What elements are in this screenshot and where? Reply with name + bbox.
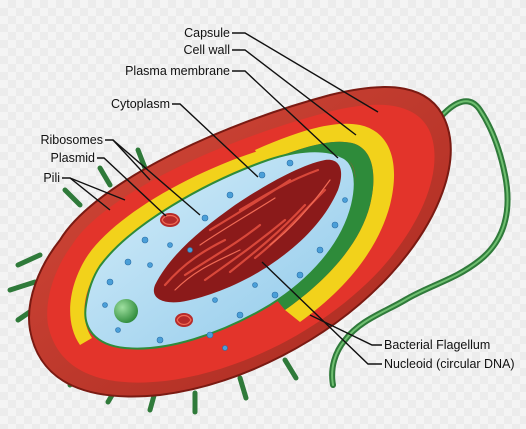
label-cell-wall: Cell wall: [183, 43, 230, 57]
ribosomes-leader-b: [112, 139, 201, 216]
label-plasmid: Plasmid: [51, 151, 96, 165]
plasma-membrane-outer: [255, 123, 395, 322]
pili-leader-b: [69, 177, 126, 201]
inclusion-granule: [114, 299, 138, 323]
capsule-leader: [232, 32, 379, 113]
nucleoid: [153, 159, 342, 303]
label-ribosomes: Ribosomes: [40, 133, 103, 147]
label-pili: Pili: [43, 171, 60, 185]
flagellum-highlight: [331, 100, 509, 386]
plasmid-leader: [97, 157, 167, 217]
plasma-membrane-leader: [232, 70, 339, 159]
label-capsule: Capsule: [184, 26, 230, 40]
nucleoid-leader: [261, 261, 382, 365]
cell-wall-leader: [232, 49, 357, 136]
label-nucleoid: Nucleoid (circular DNA): [384, 357, 515, 371]
label-cytoplasm: Cytoplasm: [111, 97, 170, 111]
plasma-membrane-inner: [262, 141, 374, 310]
flagellum-leader: [309, 314, 382, 346]
plasmid: [160, 213, 193, 327]
label-plasma-membrane: Plasma membrane: [125, 64, 230, 78]
membrane-rim: [70, 148, 275, 345]
label-flagellum: Bacterial Flagellum: [384, 338, 490, 352]
ribosomes: [102, 159, 348, 351]
cytoplasm-leader: [172, 103, 259, 178]
leader-lines: [62, 32, 382, 365]
